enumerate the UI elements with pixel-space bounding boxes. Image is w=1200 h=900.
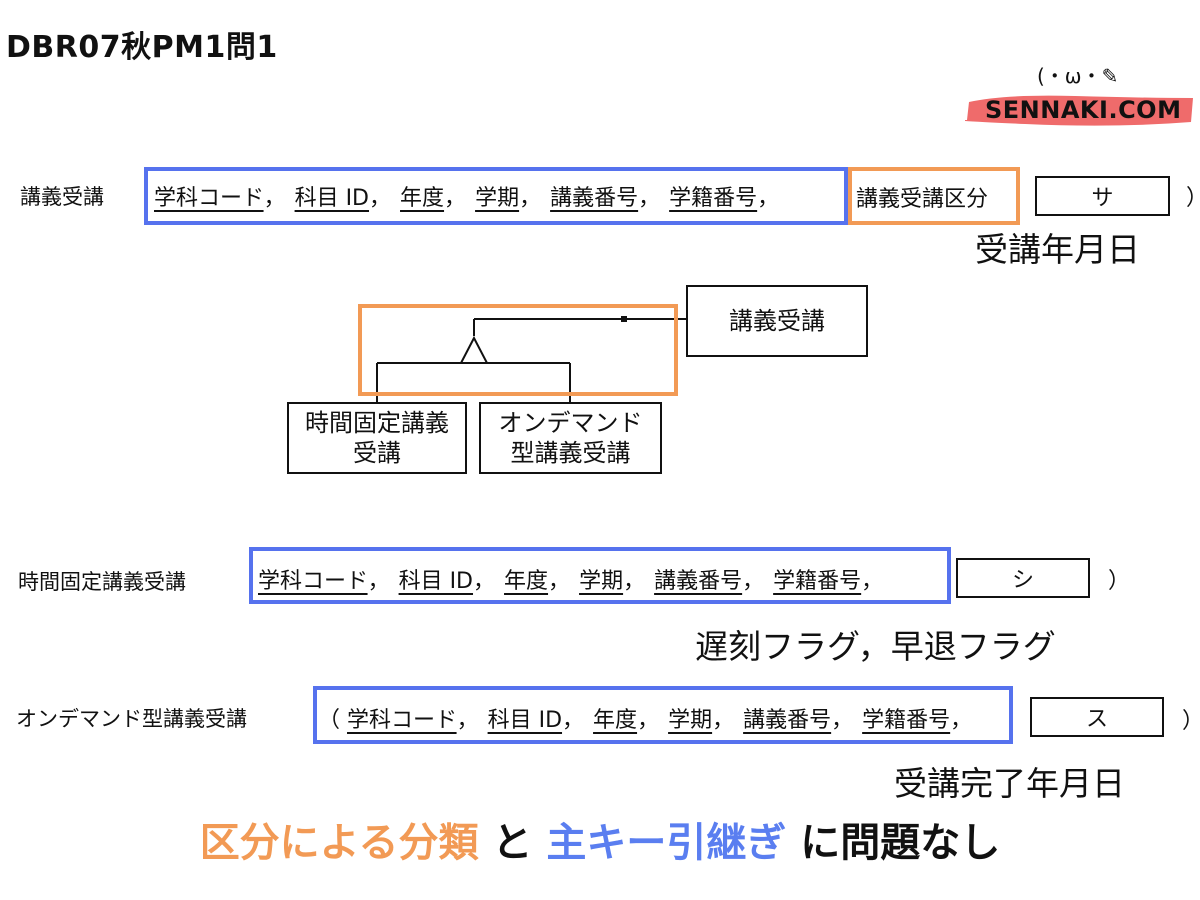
handwritten-note: 受講年月日 (975, 230, 1140, 269)
attribute-discriminator: 講義受講区分 (856, 187, 989, 212)
relation-attributes: 学科コード， 科目 ID， 年度， 学期， 講義番号， 学籍番号， (154, 186, 780, 211)
answer-blank-sa[interactable]: サ (1035, 176, 1170, 216)
sennaki-logo: (・ω・✎ SENNAKI.COM (965, 58, 1195, 133)
handwritten-note: 受講完了年月日 (894, 764, 1125, 803)
attribute-key: 学籍番号 (669, 186, 758, 211)
attribute-key: 学期 (475, 186, 520, 211)
primary-key-highlight-box (144, 167, 848, 225)
logo-text: SENNAKI.COM (985, 96, 1182, 124)
logo-face: (・ω・✎ (1037, 64, 1119, 88)
answer-blank-shi[interactable]: シ (956, 558, 1090, 598)
handwritten-note: 遅刻フラグ，早退フラグ (695, 627, 1056, 666)
attribute-key: 学期 (579, 569, 624, 594)
summary-part-key-inheritance: 主キー引継ぎ (546, 820, 787, 866)
relation-attributes: （ 学科コード， 科目 ID， 年度， 学期， 講義番号， 学籍番号， (318, 708, 973, 733)
summary-caption: 区分による分類 と 主キー引継ぎ に問題なし (0, 810, 1200, 868)
entity-on-demand-attendance: オンデマンド 型講義受講 (479, 402, 662, 474)
entity-fixed-time-attendance: 時間固定講義 受講 (287, 402, 467, 474)
attribute-key: 講義番号 (654, 569, 743, 594)
attribute-key: 科目 ID (294, 186, 370, 211)
attribute-key: 学期 (668, 708, 713, 733)
discriminator-highlight-box (848, 167, 1020, 225)
attribute-key: 科目 ID (398, 569, 474, 594)
open-paren: （ (318, 708, 341, 733)
attribute-key: 科目 ID (487, 708, 563, 733)
attribute-key: 学科コード (347, 708, 457, 733)
supertype-subtype-diagram-lines (376, 316, 686, 402)
attribute-key: 年度 (400, 186, 445, 211)
attribute-key: 学籍番号 (773, 569, 862, 594)
attribute-key: 学籍番号 (862, 708, 951, 733)
attribute-key: 学科コード (154, 186, 264, 211)
attribute-key: 講義番号 (743, 708, 832, 733)
page-title: DBR07秋PM1問1 (6, 30, 278, 65)
summary-part-and: と (478, 820, 547, 866)
brush-icon: ✎ (1101, 64, 1119, 88)
subtype-discriminator-highlight-box (358, 304, 678, 396)
summary-part-no-problem: に問題なし (786, 820, 1001, 866)
attribute-key: 学科コード (258, 569, 368, 594)
brush-stroke-decoration (965, 95, 1193, 126)
relation-name-fixed-time: 時間固定講義受講 (18, 570, 186, 594)
close-paren: ） (1186, 180, 1200, 212)
attribute-key: 年度 (593, 708, 638, 733)
relation-name-lecture-attendance: 講義受講 (20, 185, 104, 209)
attribute-key: 年度 (504, 569, 549, 594)
relation-name-on-demand: オンデマンド型講義受講 (16, 707, 247, 731)
answer-blank-su[interactable]: ス (1030, 697, 1164, 737)
primary-key-highlight-box (249, 547, 951, 604)
attribute-key: 講義番号 (550, 186, 639, 211)
close-paren: ） (1108, 569, 1131, 594)
primary-key-highlight-box (313, 686, 1013, 744)
entity-lecture-attendance: 講義受講 (686, 285, 868, 357)
relation-attributes: 学科コード， 科目 ID， 年度， 学期， 講義番号， 学籍番号， (258, 569, 884, 594)
summary-part-classification: 区分による分類 (199, 820, 479, 866)
close-paren: ） (1182, 703, 1200, 735)
